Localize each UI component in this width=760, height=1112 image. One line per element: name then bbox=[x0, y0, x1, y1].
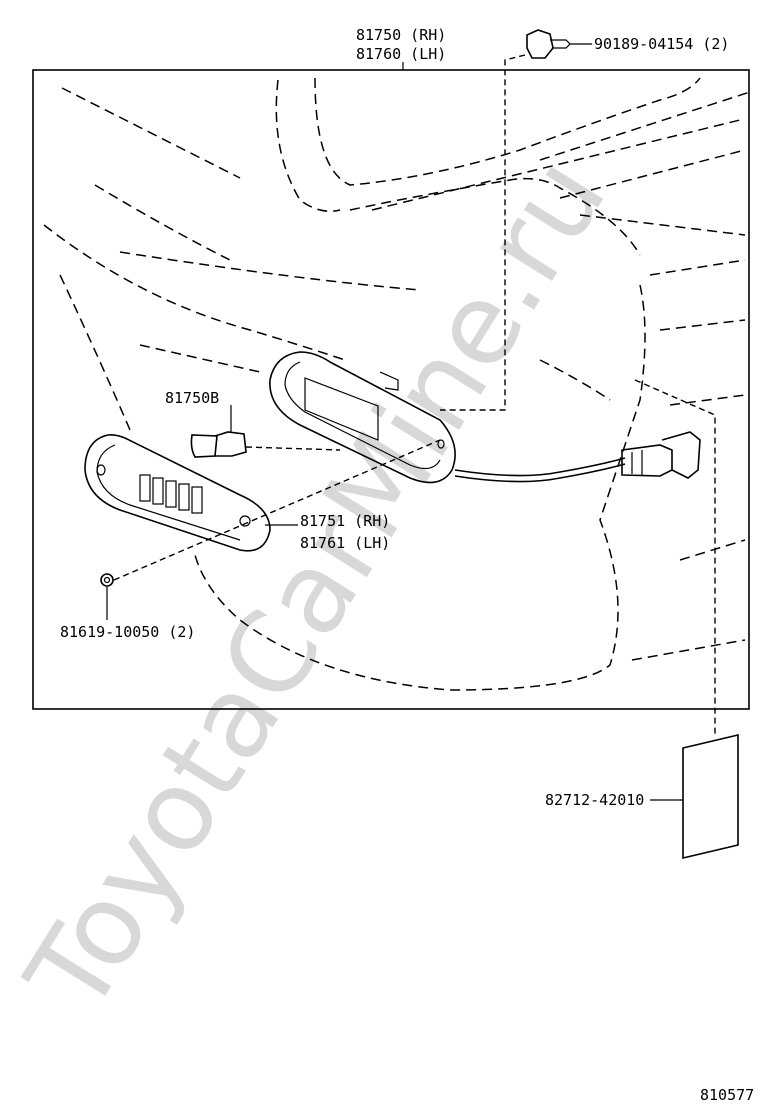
lamp-housing bbox=[269, 351, 456, 484]
diagram-frame bbox=[32, 69, 750, 710]
lamp-assy-lh-label: 81760 (LH) bbox=[356, 45, 446, 63]
screw-part bbox=[100, 573, 114, 620]
vehicle-body-outline bbox=[43, 77, 751, 691]
lens-rh-label: 81751 (RH) bbox=[300, 512, 390, 530]
clip-part bbox=[440, 29, 592, 411]
label-plate-label: 82712-42010 bbox=[545, 791, 644, 809]
bulb-label: 81750B bbox=[165, 389, 219, 407]
bulb-part bbox=[190, 405, 341, 458]
lens-part bbox=[84, 434, 441, 581]
screw-label: 81619-10050 (2) bbox=[60, 623, 195, 641]
lens-lh-label: 81761 (LH) bbox=[300, 534, 390, 552]
label-plate-part bbox=[650, 733, 739, 860]
lamp-assy-rh-label: 81750 (RH) bbox=[356, 26, 446, 44]
watermark: ToyotaCarMine.ru bbox=[2, 136, 631, 1035]
label-plate-leader bbox=[634, 379, 716, 735]
diagram-id: 810577 bbox=[700, 1086, 754, 1104]
wire-harness bbox=[454, 431, 701, 483]
clip-label: 90189-04154 (2) bbox=[594, 35, 729, 53]
